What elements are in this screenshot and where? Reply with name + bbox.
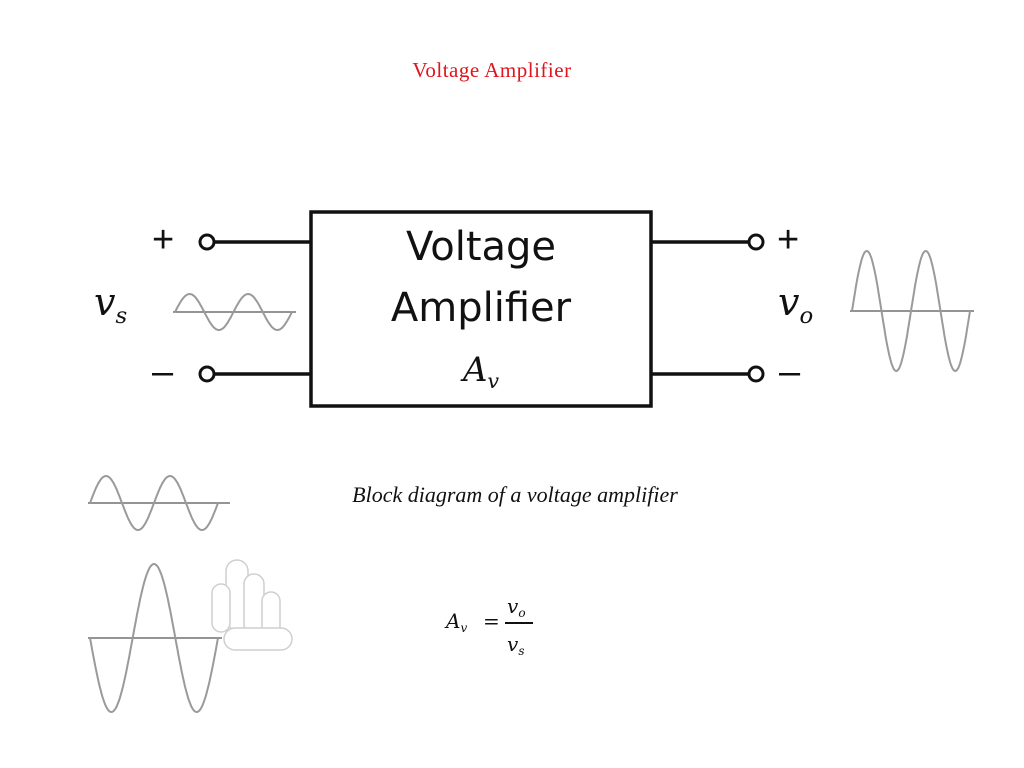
equation-numerator: vo [507,594,526,621]
block-label-line2: Amplifier [390,285,572,331]
equation-denominator: vs [507,632,525,659]
output-plus-terminal [747,233,765,251]
input-minus-sign: – [152,351,174,393]
output-minus-terminal [747,365,765,383]
output-sine-wave [850,249,974,373]
hand-cursor-icon [211,559,293,651]
input-sine-wave [173,292,296,332]
output-plus-sign: + [777,219,800,261]
amplifier-block [309,210,653,408]
fraction-bar [505,622,533,624]
output-minus-sign: – [779,351,801,393]
small-sine-wave [88,474,230,532]
input-plus-sign: + [152,219,175,261]
block-label-line1: Voltage [405,224,557,270]
block-gain-label: Av [462,350,500,394]
equation-lhs: Av [446,609,468,636]
output-voltage-label: vo [778,280,814,329]
input-plus-terminal [198,233,216,251]
equation-equals: = [483,609,500,633]
large-sine-wave [88,562,222,714]
input-minus-terminal [198,365,216,383]
input-voltage-label: vs [94,280,128,329]
diagram-caption: Block diagram of a voltage amplifier [352,482,678,507]
slide-title: Voltage Amplifier [412,58,572,82]
